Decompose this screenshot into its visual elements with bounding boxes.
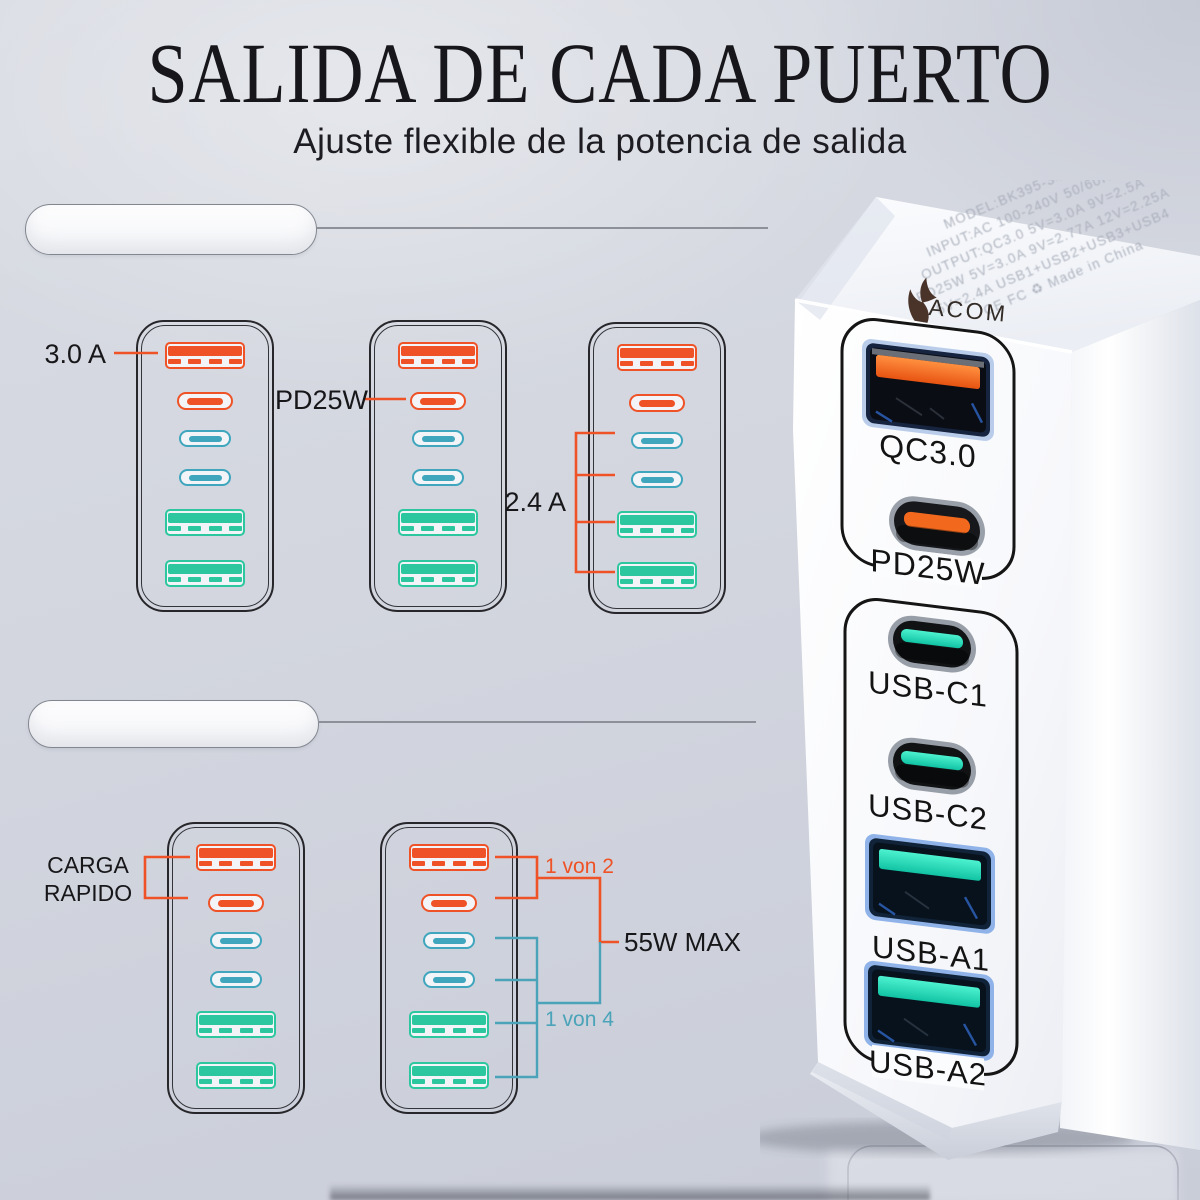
diagram-port-usb-a-green	[196, 1062, 276, 1089]
charger-label-pd25w: PD25W	[870, 542, 985, 592]
spec-line-3: OUTPUT:QC3.0 5V=3.0A 9V=2.5A	[919, 180, 1147, 283]
charger-port-pd25w	[889, 496, 985, 556]
charger-port-usbc2	[888, 737, 976, 795]
charger-shadow	[760, 1121, 1135, 1155]
port-diagram-top-2	[369, 320, 507, 612]
charger-port-group-1: QC3.0 PD25W	[840, 318, 1016, 592]
charger-label-usba2-backing	[872, 1044, 984, 1091]
diagram-port-usb-c-teal	[423, 932, 475, 949]
label-3a: 3.0 A	[44, 339, 106, 369]
label-24a: 2.4 A	[504, 487, 566, 517]
diagram-port-usb-c-orange	[629, 394, 685, 412]
spec-line-5: 5V=2.4A USB1+USB2+USB3+USB4	[934, 205, 1172, 317]
charger-port-qc30	[862, 339, 994, 441]
port-diagram-top-3	[588, 322, 726, 614]
diagram-port-usb-c-teal	[179, 469, 231, 486]
diagram-port-usb-a-green	[165, 560, 245, 587]
diagram-port-usb-a-green	[165, 509, 245, 536]
charger-top-left-bevel	[795, 197, 895, 320]
diagram-port-usb-c-teal	[631, 471, 683, 488]
port-diagram-top-1	[136, 320, 274, 612]
label-1von2: 1 von 2	[545, 855, 614, 878]
diagram-port-usb-a-green	[617, 511, 697, 538]
floor-reflection-shade	[330, 1184, 930, 1200]
diagram-port-usb-a-orange	[617, 344, 697, 371]
section-line-top	[317, 227, 768, 229]
diagram-port-usb-c-orange	[208, 894, 264, 912]
brand-name: ACOM	[928, 294, 1009, 327]
charger-label-pd25w-backing	[876, 545, 982, 589]
charger-port-usba2	[864, 960, 994, 1061]
spec-line-4: PD25W 5V=3.0A 9V=2.77A 12V=2.25A	[914, 185, 1172, 306]
spec-line-1: MODEL:BK395-343C	[941, 180, 1083, 232]
diagram-port-usb-c-teal	[631, 432, 683, 449]
label-carga-line2: RAPIDO	[43, 880, 133, 906]
diagram-port-usb-c-teal	[423, 971, 475, 988]
diagram-port-usb-c-teal	[179, 430, 231, 447]
charger-photo: MODEL:BK395-343C INPUT:AC 100-240V 50/60…	[760, 180, 1200, 1200]
spec-line-6: CE FC ♻ Made in China	[981, 237, 1146, 318]
diagram-port-usb-a-green	[409, 1062, 489, 1089]
port-group-1-outline	[840, 318, 1016, 580]
port-group-2-outline	[843, 598, 1019, 1076]
diagram-port-usb-c-teal	[412, 430, 464, 447]
charger-side-face	[1060, 300, 1200, 1150]
label-pd25w: PD25W	[275, 385, 369, 415]
section-pill-top	[25, 204, 317, 255]
diagram-port-usb-c-orange	[421, 894, 477, 912]
brand-logo: ACOM	[908, 277, 1009, 327]
port-diagram-bottom-2	[380, 822, 518, 1114]
label-55w-max: 55W MAX	[624, 927, 742, 957]
charger-label-usbc1: USB-C1	[868, 664, 988, 714]
charger-front-face	[793, 300, 1072, 1128]
diagram-port-usb-c-teal	[210, 932, 262, 949]
diagram-port-usb-c-teal	[210, 971, 262, 988]
page-subtitle: Ajuste flexible de la potencia de salida	[293, 122, 907, 161]
diagram-port-usb-c-teal	[412, 469, 464, 486]
diagram-port-usb-a-orange	[165, 342, 245, 369]
diagram-port-usb-a-orange	[409, 844, 489, 871]
port-diagram-bottom-1	[167, 822, 305, 1114]
diagram-port-usb-a-green	[196, 1011, 276, 1038]
charger-label-usba1: USB-A1	[872, 929, 990, 978]
diagram-port-usb-a-green	[398, 509, 478, 536]
label-carga-line1: CARGA	[47, 852, 129, 878]
section-line-bottom	[319, 721, 756, 723]
charger-port-usbc1	[888, 615, 976, 673]
spec-text-block: MODEL:BK395-343C INPUT:AC 100-240V 50/60…	[914, 180, 1172, 318]
diagram-port-usb-a-green	[398, 560, 478, 587]
diagram-port-usb-a-green	[409, 1011, 489, 1038]
diagram-port-usb-a-orange	[398, 342, 478, 369]
charger-port-usba1	[865, 834, 995, 934]
page-title: SALIDA DE CADA PUERTO	[147, 25, 1053, 121]
diagram-port-usb-c-orange	[177, 392, 233, 410]
spec-line-2: INPUT:AC 100-240V 50/60Hz	[924, 180, 1121, 260]
charger-label-qc30: QC3.0	[879, 427, 976, 475]
charger-bottom-left-bevel	[812, 1062, 952, 1140]
charger-top-face	[798, 197, 1200, 352]
diagram-port-usb-a-orange	[196, 844, 276, 871]
diagram-port-usb-c-orange	[410, 392, 466, 410]
charger-label-usbc2: USB-C2	[868, 787, 988, 837]
charger-port-group-2: USB-C1 USB-C2 USB-A1	[843, 598, 1019, 1093]
section-pill-bottom	[28, 700, 319, 748]
label-1von4: 1 von 4	[545, 1008, 614, 1031]
diagram-port-usb-a-green	[617, 562, 697, 589]
charger-bottom-edge	[810, 1062, 1062, 1160]
charger-label-usba2: USB-A2	[869, 1043, 987, 1092]
brand-bird-icon	[908, 277, 937, 323]
charger-top-edge-highlight	[794, 298, 1073, 354]
